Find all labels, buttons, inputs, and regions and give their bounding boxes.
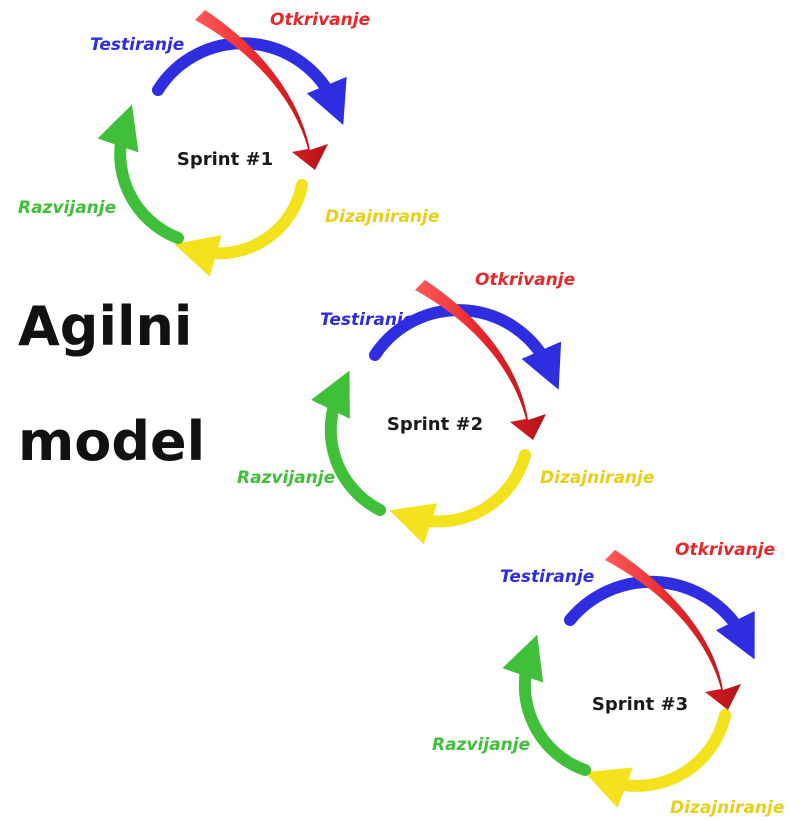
- test-arc: [152, 37, 347, 125]
- develop-arc: [502, 634, 591, 776]
- design-label: Dizajniranje: [325, 207, 439, 227]
- design-label: Dizajniranje: [670, 798, 784, 818]
- design-arc: [584, 709, 731, 808]
- title-line-2: model: [18, 410, 205, 473]
- sprint-label: Sprint #3: [592, 694, 688, 715]
- test-label: Testiranje: [500, 567, 594, 587]
- develop-arc: [311, 370, 386, 516]
- sprint-label: Sprint #2: [387, 414, 483, 435]
- test-label: Testiranje: [90, 35, 184, 55]
- sprint-cycle-3: Sprint #3 Testiranje Otkrivanje Dizajnir…: [432, 540, 784, 818]
- develop-label: Razvijanje: [18, 198, 116, 218]
- sprint-label: Sprint #1: [177, 149, 273, 170]
- develop-label: Razvijanje: [237, 468, 335, 488]
- title-line-1: Agilni: [18, 295, 192, 358]
- test-label: Testiranje: [320, 310, 414, 330]
- design-label: Dizajniranje: [540, 468, 654, 488]
- discover-arrow: [605, 550, 741, 710]
- design-arc: [389, 449, 531, 545]
- develop-label: Razvijanje: [432, 735, 530, 755]
- discover-label: Otkrivanje: [475, 270, 575, 290]
- develop-arc: [97, 104, 184, 244]
- sprint-cycle-1: Sprint #1 Testiranje Otkrivanje Dizajnir…: [18, 10, 439, 277]
- discover-label: Otkrivanje: [675, 540, 775, 560]
- discover-label: Otkrivanje: [270, 10, 370, 30]
- discover-arrow: [195, 10, 328, 170]
- discover-arrow: [415, 280, 546, 440]
- sprint-cycle-2: Sprint #2 Testiranje Otkrivanje Dizajnir…: [237, 270, 654, 545]
- design-arc: [174, 179, 308, 277]
- test-arc: [564, 575, 755, 660]
- test-arc: [369, 304, 562, 390]
